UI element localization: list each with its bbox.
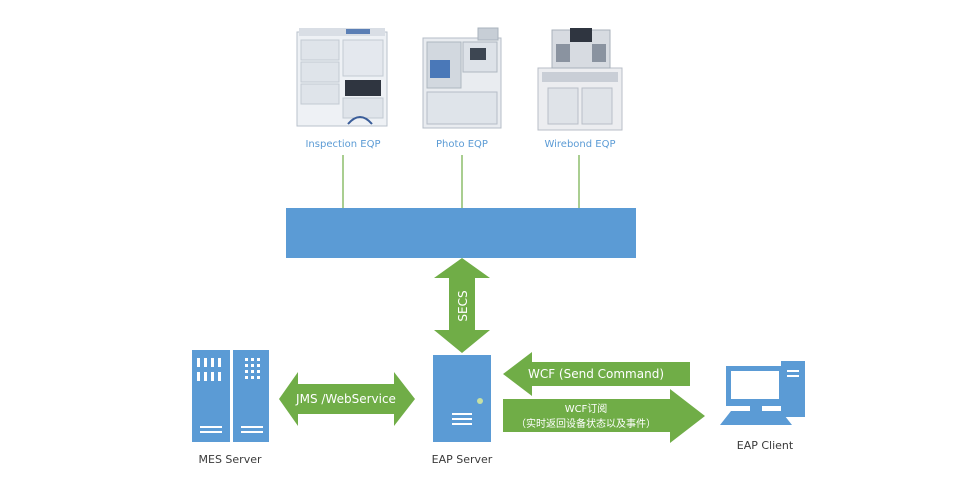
network-bus-bar [286, 208, 636, 258]
inspection-eqp-machine-icon [296, 28, 388, 127]
wcf-send-command-label: WCF (Send Command) [528, 367, 664, 381]
jms-webservice-arrow: JMS /WebService [279, 372, 415, 426]
jms-webservice-label: JMS /WebService [295, 392, 396, 406]
wcf-subscribe-label-line1: WCF订阅 [565, 402, 608, 415]
mes-server-icon [192, 350, 269, 442]
eap-client-label: EAP Client [737, 439, 794, 452]
inspection-eqp-label: Inspection EQP [305, 139, 380, 150]
wcf-subscribe-arrow: WCF订阅 （实时返回设备状态以及事件） [503, 389, 705, 443]
photo-eqp-machine-icon [422, 27, 502, 129]
mes-server-label: MES Server [199, 453, 262, 466]
photo-eqp-label: Photo EQP [436, 139, 488, 150]
eap-client-computer-icon [720, 361, 805, 425]
wirebond-eqp-label: Wirebond EQP [544, 139, 615, 150]
secs-arrow: SECS [434, 258, 490, 353]
wcf-send-command-arrow: WCF (Send Command) [503, 352, 690, 396]
eap-server-icon [433, 355, 491, 442]
secs-label: SECS [456, 290, 470, 321]
eqp-connector-lines [342, 155, 580, 208]
eap-server-label: EAP Server [432, 453, 493, 466]
wcf-subscribe-label-line2: （实时返回设备状态以及事件） [516, 417, 656, 430]
wirebond-eqp-machine-icon [537, 28, 623, 131]
